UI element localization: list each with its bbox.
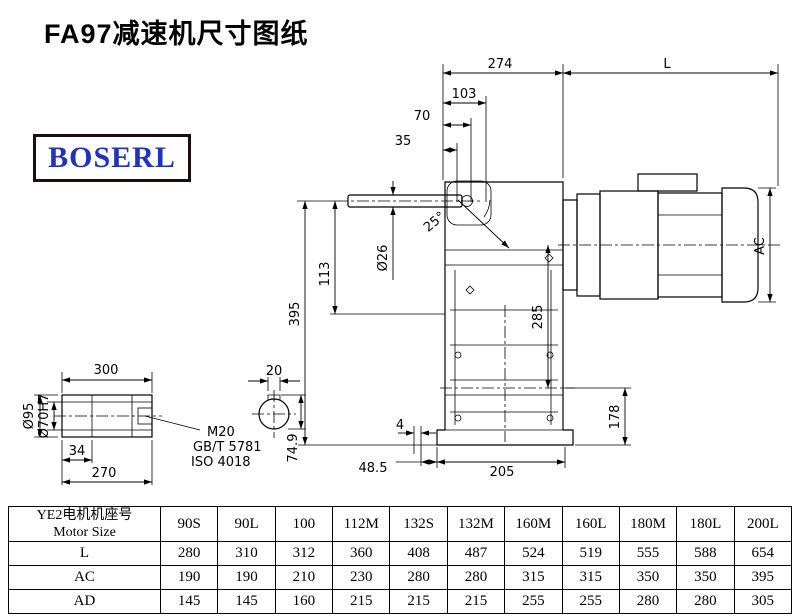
motor-size-header-cn: YE2电机机座号 [36, 508, 133, 523]
gearbox-housing [436, 180, 575, 446]
size-value-cell: 487 [446, 541, 506, 566]
size-value-cell: 588 [676, 541, 735, 566]
size-value-cell: 519 [561, 541, 620, 566]
size-value-cell: 280 [389, 565, 448, 590]
size-column-header: 180M [618, 506, 678, 542]
size-value-cell: 215 [446, 589, 506, 614]
dim-205: 205 [490, 465, 515, 480]
size-value-cell: 312 [274, 541, 334, 566]
size-value-cell: 524 [504, 541, 563, 566]
bottom-dimensions: 4 48.5 205 [359, 418, 566, 480]
label-thread-std1: GB/T 5781 [193, 440, 262, 455]
size-value-cell: 654 [733, 541, 793, 566]
size-column-header: 160M [504, 506, 563, 542]
dim-274: 274 [488, 57, 513, 72]
size-column-header: 90S [159, 506, 219, 542]
size-value-cell: 360 [332, 541, 391, 566]
size-value-cell: 280 [159, 541, 219, 566]
dim-300: 300 [94, 363, 119, 378]
size-value-cell: 350 [676, 565, 735, 590]
size-value-cell: 145 [217, 589, 276, 614]
motor-size-header-cell: YE2电机机座号 Motor Size [8, 506, 161, 542]
right-dimensions: AC 178 [563, 187, 776, 446]
size-value-cell: 215 [332, 589, 391, 614]
size-column-header: 160L [561, 506, 620, 542]
hollow-shaft-detail: 300 M20 GB/T 5781 ISO 4018 Ø95 Ø70H7 34 [22, 363, 262, 485]
technical-drawing: 274 L 103 70 35 Ø26 25° [22, 57, 782, 485]
row-label: AD [8, 589, 161, 614]
dim-103: 103 [452, 87, 477, 102]
size-value-cell: 215 [389, 589, 448, 614]
size-column-header: 180L [676, 506, 735, 542]
size-value-cell: 255 [504, 589, 563, 614]
dim-285: 285 [531, 305, 546, 330]
size-column-header: 90L [217, 506, 276, 542]
dim-4: 4 [396, 418, 404, 433]
dim-270: 270 [92, 466, 117, 481]
size-value-cell: 555 [618, 541, 678, 566]
dim-35: 35 [395, 134, 412, 149]
dim-key-height: 74.9 [286, 434, 301, 463]
logo-text: BOSERL [48, 141, 176, 174]
size-value-cell: 160 [274, 589, 334, 614]
dim-shaft-dia: Ø26 [376, 245, 391, 272]
size-value-cell: 255 [561, 589, 620, 614]
row-label: AC [8, 565, 161, 590]
size-value-cell: 280 [446, 565, 506, 590]
dim-L: L [663, 57, 671, 72]
size-value-cell: 190 [159, 565, 219, 590]
dim-key-width: 20 [266, 364, 283, 379]
dim-70: 70 [414, 109, 431, 124]
dim-outer-dia: Ø95 [22, 403, 37, 430]
size-column-header: 132S [389, 506, 448, 542]
page-title: FA97减速机尺寸图纸 [44, 19, 309, 49]
label-thread-std2: ISO 4018 [191, 455, 251, 470]
motor-size-header-en: Motor Size [53, 525, 116, 540]
dim-34: 34 [69, 444, 86, 459]
size-value-cell: 395 [733, 565, 793, 590]
label-thread: M20 [207, 425, 235, 440]
top-dimensions: 274 L 103 70 35 [395, 57, 779, 202]
dim-113: 113 [318, 262, 333, 287]
size-value-cell: 315 [504, 565, 563, 590]
size-column-header: 200L [733, 506, 793, 542]
dim-395: 395 [288, 302, 303, 327]
size-value-cell: 310 [217, 541, 276, 566]
size-value-cell: 280 [676, 589, 735, 614]
dim-178: 178 [608, 405, 623, 430]
dim-AC: AC [753, 237, 768, 255]
size-value-cell: 190 [217, 565, 276, 590]
size-value-cell: 145 [159, 589, 219, 614]
key-section-detail: 20 74.9 [248, 364, 306, 462]
size-column-header: 112M [332, 506, 391, 542]
dim-bore-dia: Ø70H7 [37, 394, 52, 439]
row-label: L [8, 541, 161, 566]
size-value-cell: 305 [733, 589, 793, 614]
size-column-header: 132M [446, 506, 506, 542]
boserl-logo: BOSERL [33, 134, 191, 182]
left-dimensions: 113 395 285 [288, 200, 551, 446]
size-value-cell: 230 [332, 565, 391, 590]
dim-angle: 25° [421, 209, 448, 235]
size-value-cell: 315 [561, 565, 620, 590]
size-value-cell: 408 [389, 541, 448, 566]
motor [558, 173, 782, 303]
size-value-cell: 210 [274, 565, 334, 590]
dim-48-5: 48.5 [359, 461, 388, 476]
size-column-header: 100 [274, 506, 334, 542]
size-value-cell: 350 [618, 565, 678, 590]
size-value-cell: 280 [618, 589, 678, 614]
